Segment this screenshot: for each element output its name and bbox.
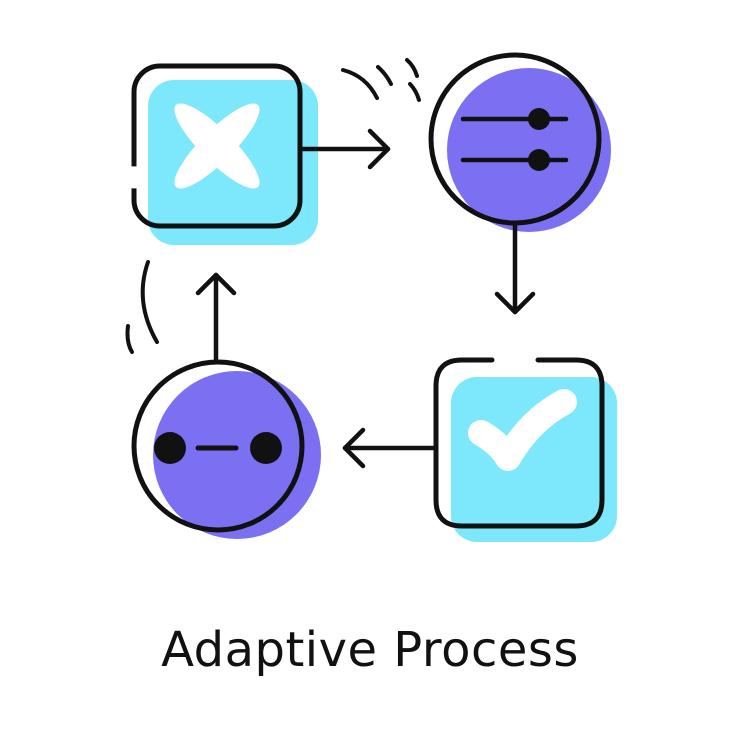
node-pending	[131, 359, 321, 539]
node-approve-outline	[433, 357, 605, 529]
sliders-icon	[460, 108, 569, 171]
arrow-pending-to-reject	[195, 272, 237, 364]
node-reject-outline	[131, 63, 303, 229]
motion-marks-left	[125, 260, 159, 354]
x-mark-icon	[174, 103, 260, 189]
node-approve	[433, 357, 617, 542]
node-settings-outline	[428, 52, 602, 226]
node-settings-fill	[447, 68, 611, 232]
node-reject	[131, 63, 318, 245]
dots-dash-icon	[154, 432, 282, 464]
node-approve-fill	[451, 377, 617, 542]
diagram-caption: Adaptive Process	[161, 622, 579, 678]
arrow-settings-to-approve	[494, 222, 536, 315]
node-settings	[428, 52, 611, 232]
motion-marks-top	[341, 58, 421, 102]
arrow-reject-to-settings	[298, 128, 391, 170]
checkmark-icon	[468, 389, 577, 471]
node-pending-fill	[153, 371, 321, 539]
arrow-approve-to-pending	[342, 427, 439, 469]
